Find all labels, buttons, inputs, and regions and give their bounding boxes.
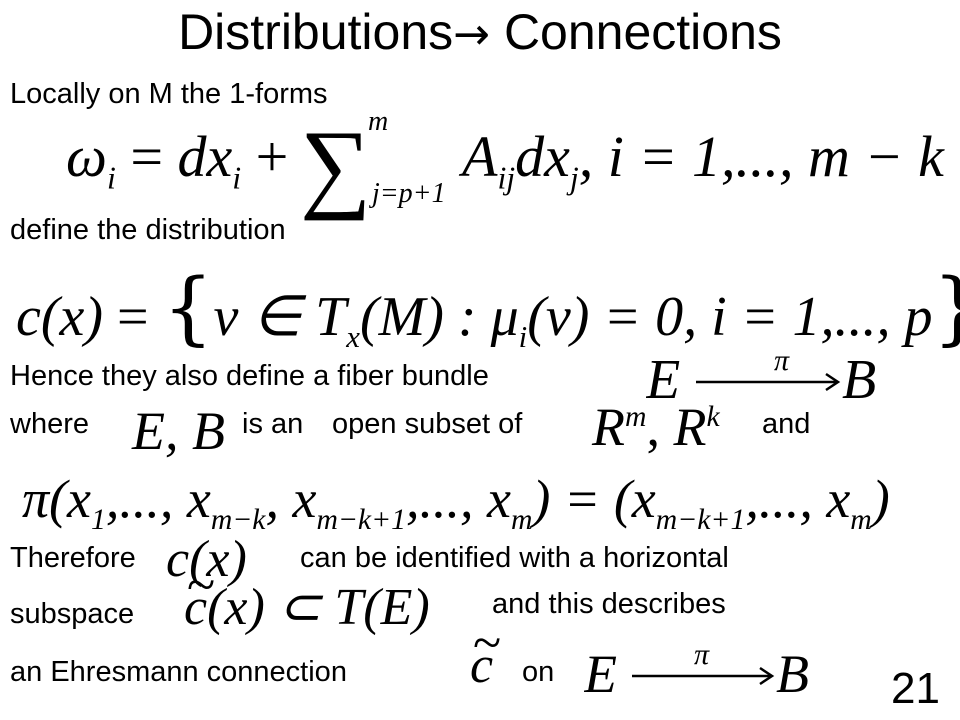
text-line-hence: Hence they also define a fiber bundle xyxy=(10,360,489,392)
title-right: Connections xyxy=(503,4,782,60)
slide-number: 21 xyxy=(891,664,940,713)
eq-dxj: dx xyxy=(515,124,570,189)
text-line-define: define the distribution xyxy=(10,214,286,246)
arrow-right-icon: → xyxy=(453,9,491,60)
math-ctilde-T-E: c(x) ⊂ T(E) xyxy=(184,579,430,636)
eq2-mu-sub: i xyxy=(518,320,528,355)
eq-range: , i = 1,..., m − k xyxy=(578,124,944,189)
eq-equals: = xyxy=(130,124,164,189)
math-Rm-sup: m xyxy=(625,401,647,433)
text-is-an: is an xyxy=(242,408,304,440)
eq-A-sub: ij xyxy=(497,160,516,196)
bundle-E: E xyxy=(646,349,680,411)
proj-lhs-start: π(x xyxy=(22,469,92,529)
eq-dx-sub: i xyxy=(232,160,242,196)
text-and: and xyxy=(762,408,811,440)
eq2-Tx-sub: x xyxy=(346,320,360,355)
eq2-equals: = xyxy=(117,286,149,348)
tilde-icon: ~ xyxy=(187,557,216,614)
left-brace-icon: { xyxy=(162,261,214,354)
text-subspace: subspace xyxy=(10,598,135,630)
sigma-icon: ∑ xyxy=(300,110,372,221)
arrow-head-icon xyxy=(825,372,841,392)
math-R1: R xyxy=(592,397,625,457)
equation-one-forms: ωi = dxi + xyxy=(66,128,288,195)
text-ehresmann: an Ehresmann connection xyxy=(10,656,347,688)
math-ctilde: ~c xyxy=(470,618,501,694)
eq2-v-in-T: v ∈ T xyxy=(213,286,347,348)
sum-group: ∑ xyxy=(300,108,371,216)
math-ctilde-subset: ~c(x) ⊂ T(E) xyxy=(184,560,430,636)
eq-A: A xyxy=(462,124,498,189)
text-on: on xyxy=(522,656,555,688)
eq-A-term: Aijdxj, i = 1,..., m − k xyxy=(462,128,944,195)
eq2-M-mu: (M) : μ xyxy=(359,286,519,348)
title-left: Distributions xyxy=(178,4,454,60)
bundle-arrow-diagram: E π B xyxy=(646,344,876,411)
bundle-B: B xyxy=(842,349,876,411)
eq-dx: dx xyxy=(177,124,233,189)
sum-upper-limit: m xyxy=(368,106,389,137)
tilde-icon-2: ~ xyxy=(473,615,502,672)
slide-title: Distributions→ Connections xyxy=(0,2,960,65)
math-ctilde-letter: c xyxy=(470,637,494,694)
arrow-head-icon-2 xyxy=(759,666,775,686)
math-Rm-Rk: Rm, Rk xyxy=(592,397,720,457)
text-describes: and this describes xyxy=(492,588,726,620)
equation-projection: π(x1,..., xm−k, xm−k+1,..., xm) = (xm−k+… xyxy=(22,469,890,536)
text-where: where xyxy=(10,408,89,440)
text-identified: can be identified with a horizontal xyxy=(300,542,729,574)
eq-dxj-sub: j xyxy=(569,160,579,196)
conn-B: B xyxy=(776,644,809,704)
conn-E: E xyxy=(584,644,617,704)
text-line-locally: Locally on M the 1-forms xyxy=(10,78,328,110)
connection-arrow-diagram: E π B xyxy=(584,638,809,704)
conn-pi: π xyxy=(694,638,710,671)
eq-plus: + xyxy=(255,124,289,189)
eq-cx: c(x) xyxy=(16,286,104,348)
right-brace-icon: } xyxy=(933,261,960,354)
eq2-rest: (v) = 0, i = 1,..., p xyxy=(527,286,933,348)
math-cx-inline: c(x) xyxy=(166,531,247,588)
text-open-subset: open subset of xyxy=(332,408,523,440)
math-Rk-sup: k xyxy=(706,401,720,433)
proj-rhs-start: (x xyxy=(613,469,656,529)
sum-lower-limit: j=p+1 xyxy=(372,178,446,209)
eq-omega: ω xyxy=(66,124,107,189)
equation-distribution: c(x) = {v ∈ Tx(M) : μi(v) = 0, i = 1,...… xyxy=(16,268,960,353)
math-E-B: E, B xyxy=(132,401,225,461)
math-R2: R xyxy=(673,397,707,457)
eq-omega-sub: i xyxy=(106,160,116,196)
bundle-pi: π xyxy=(774,344,790,377)
text-therefore: Therefore xyxy=(10,542,136,574)
